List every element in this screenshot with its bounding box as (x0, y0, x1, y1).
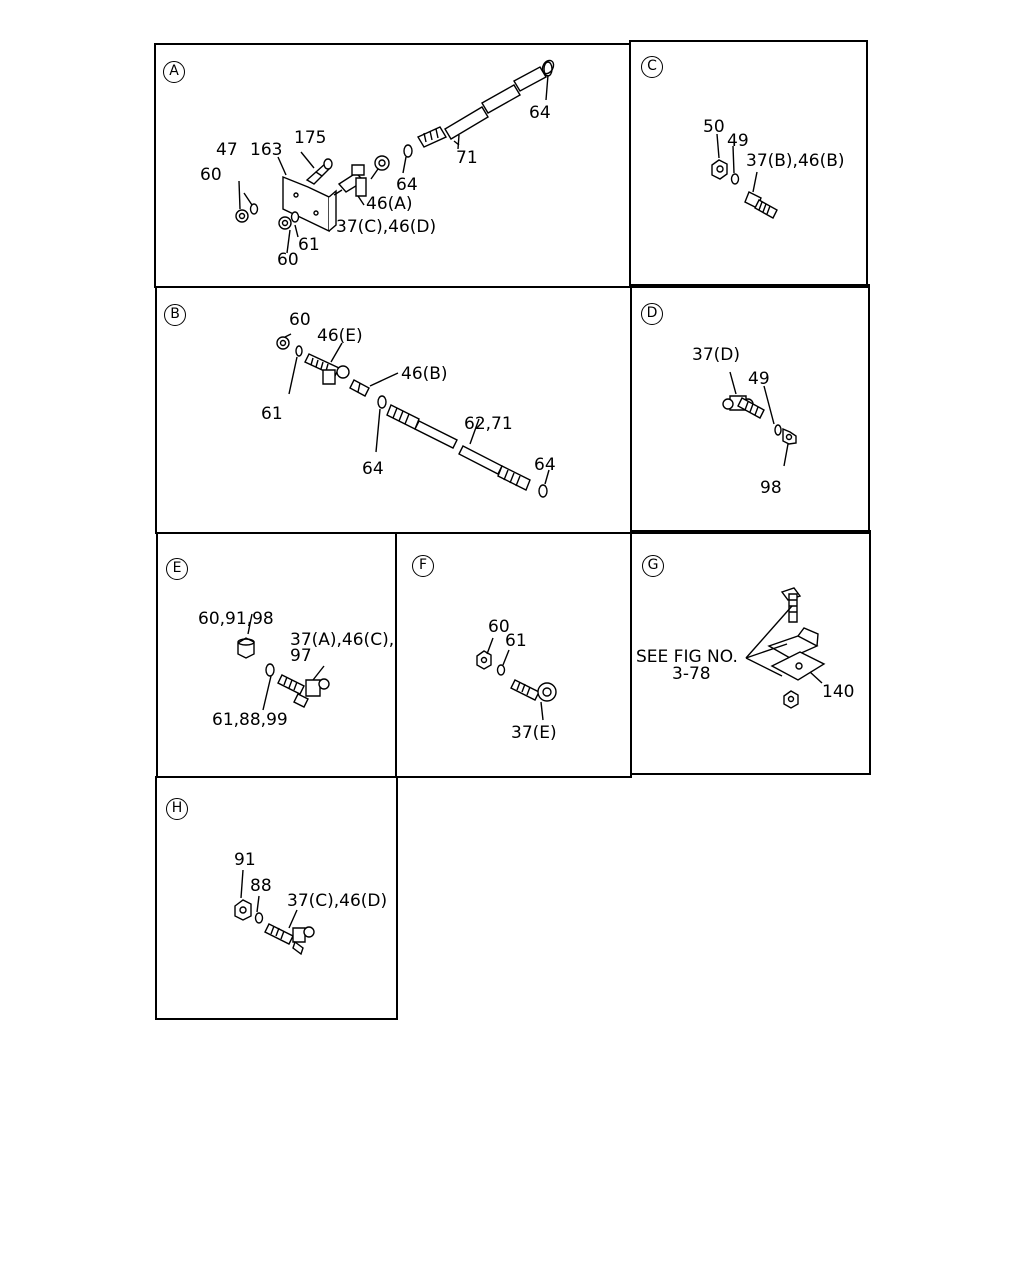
panel-g-label-2: 3-78 (672, 664, 711, 684)
panel-b-label-5: 62,71 (464, 414, 513, 434)
panel-d: D 37(D) 49 98 (630, 284, 870, 534)
panel-b-label-4: 61 (261, 404, 283, 424)
panel-g-drawing (632, 532, 873, 777)
panel-h-label-1: 91 (234, 850, 256, 870)
panel-h-label-2: 88 (250, 876, 272, 896)
panel-b-label-2: 46(E) (317, 326, 363, 346)
panel-a-label-9: 60 (277, 250, 299, 270)
panel-f-label-2: 61 (505, 631, 527, 651)
panel-e-label-4: 61,88,99 (212, 710, 288, 730)
panel-a-drawing (156, 45, 633, 290)
panel-f-label-1: 60 (488, 617, 510, 637)
panel-f-label-3: 37(E) (511, 723, 557, 743)
panel-c-label-2: 49 (727, 131, 749, 151)
panel-d-label-3: 98 (760, 478, 782, 498)
panel-b: B 60 46(E) 46(B) 61 62,71 64 64 (155, 286, 632, 534)
panel-b-label-1: 60 (289, 310, 311, 330)
panel-d-label-2: 49 (748, 369, 770, 389)
panel-e-label-3: 97 (290, 646, 312, 666)
panel-a-badge: A (163, 61, 185, 83)
panel-h-label-3: 37(C),46(D) (287, 891, 388, 911)
panel-c-label-3: 37(B),46(B) (746, 151, 845, 171)
panel-b-label-3: 46(B) (401, 364, 448, 384)
panel-h-drawing (157, 778, 400, 1022)
panel-h: H 91 88 37(C),46(D) (155, 776, 398, 1020)
panel-g: G SEE FIG NO. 3-78 140 (630, 530, 871, 775)
panel-c: C 50 49 37(B),46(B) (629, 40, 868, 288)
panel-b-label-7: 64 (534, 455, 556, 475)
panel-d-drawing (632, 286, 872, 536)
panel-a-label-1: 175 (294, 128, 327, 148)
panel-a-label-7: 37(C),46(D) (336, 217, 437, 237)
panel-a-label-10: 71 (456, 148, 478, 168)
panel-c-drawing (631, 42, 870, 290)
panel-f-drawing (397, 534, 634, 780)
panel-a-label-5: 64 (396, 175, 418, 195)
panel-b-badge: B (164, 304, 186, 326)
panel-b-drawing (157, 288, 634, 536)
panel-h-badge: H (166, 798, 188, 820)
panel-a-label-11: 64 (529, 103, 551, 123)
panel-b-label-6: 64 (362, 459, 384, 479)
panel-d-label-1: 37(D) (692, 345, 740, 365)
panel-g-label-1: SEE FIG NO. (636, 647, 738, 667)
panel-e: E 60,91,98 37(A),46(C), 97 61,88,99 (156, 532, 397, 778)
panel-a-label-3: 163 (250, 140, 283, 160)
panel-f-badge: F (412, 555, 434, 577)
panel-a-label-8: 61 (298, 235, 320, 255)
panel-f: F 60 61 37(E) (395, 532, 632, 778)
panel-d-badge: D (641, 303, 663, 325)
panel-a-label-4: 60 (200, 165, 222, 185)
panel-g-badge: G (642, 555, 664, 577)
panel-e-label-1: 60,91,98 (198, 609, 274, 629)
panel-c-label-1: 50 (703, 117, 725, 137)
panel-a: A (154, 43, 631, 288)
panel-g-label-3: 140 (822, 682, 855, 702)
panel-e-badge: E (166, 558, 188, 580)
panel-a-label-6: 46(A) (366, 194, 413, 214)
panel-e-label-2: 37(A),46(C), (290, 630, 395, 650)
panel-a-label-2: 47 (216, 140, 238, 160)
panel-c-badge: C (641, 56, 663, 78)
panel-e-drawing (158, 534, 399, 780)
